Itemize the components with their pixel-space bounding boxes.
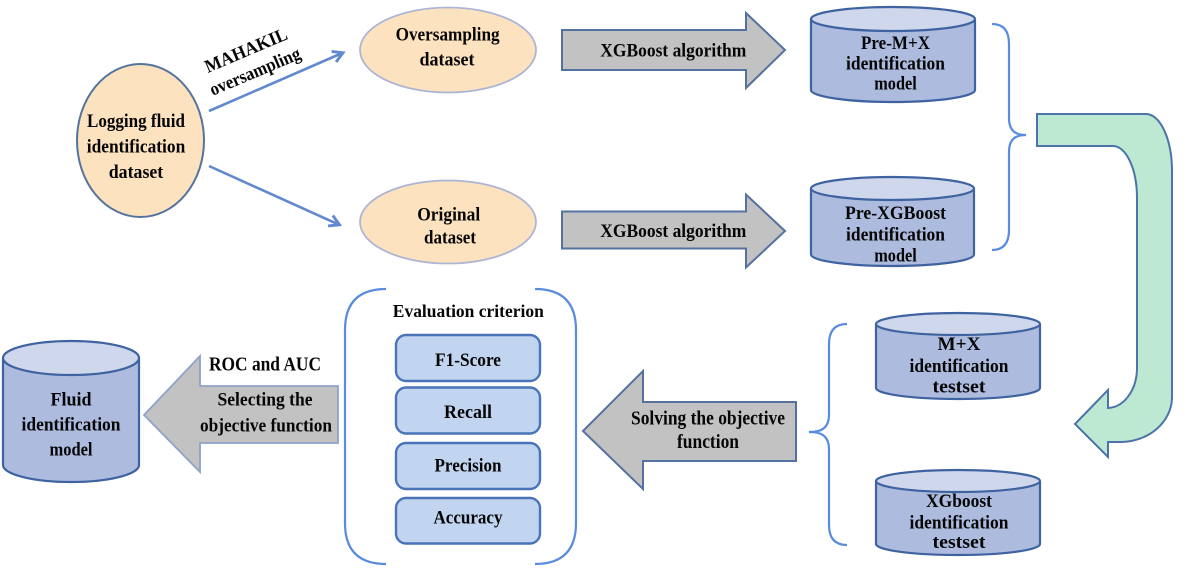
svg-text:Oversampling: Oversampling <box>396 25 500 46</box>
svg-text:XGBoost algorithm: XGBoost algorithm <box>600 221 746 242</box>
svg-text:Logging fluid: Logging fluid <box>87 111 185 132</box>
svg-text:Original: Original <box>417 205 480 226</box>
svg-text:identification: identification <box>87 136 186 157</box>
svg-text:function: function <box>677 432 739 453</box>
svg-text:XGboost: XGboost <box>926 492 993 512</box>
svg-text:identification: identification <box>22 415 121 436</box>
svg-text:model: model <box>50 440 93 461</box>
svg-text:Pre-M+X: Pre-M+X <box>861 33 930 54</box>
svg-text:Solving the objective: Solving the objective <box>631 409 785 430</box>
svg-text:dataset: dataset <box>109 162 164 183</box>
svg-text:objective function: objective function <box>200 417 333 437</box>
svg-text:identification: identification <box>846 224 945 245</box>
svg-text:identification: identification <box>910 514 1010 534</box>
svg-text:F1-Score: F1-Score <box>435 351 501 371</box>
svg-text:model: model <box>874 74 917 95</box>
svg-text:Accuracy: Accuracy <box>434 509 504 529</box>
svg-text:ROC and AUC: ROC and AUC <box>209 355 321 376</box>
svg-text:identification: identification <box>846 53 945 74</box>
svg-text:Precision: Precision <box>435 457 503 477</box>
svg-text:model: model <box>874 245 917 266</box>
svg-text:testset: testset <box>933 378 987 398</box>
svg-text:M+X: M+X <box>938 335 982 355</box>
svg-text:identification: identification <box>910 357 1010 377</box>
svg-text:Fluid: Fluid <box>51 390 92 411</box>
svg-text:Recall: Recall <box>444 403 492 423</box>
svg-text:dataset: dataset <box>420 50 476 71</box>
svg-text:dataset: dataset <box>424 228 477 249</box>
svg-text:testset: testset <box>933 533 987 553</box>
svg-text:Pre-XGBoost: Pre-XGBoost <box>845 203 947 224</box>
svg-text:Selecting the: Selecting the <box>218 391 313 411</box>
svg-text:XGBoost algorithm: XGBoost algorithm <box>600 40 746 61</box>
svg-text:Evaluation criterion: Evaluation criterion <box>393 301 544 321</box>
